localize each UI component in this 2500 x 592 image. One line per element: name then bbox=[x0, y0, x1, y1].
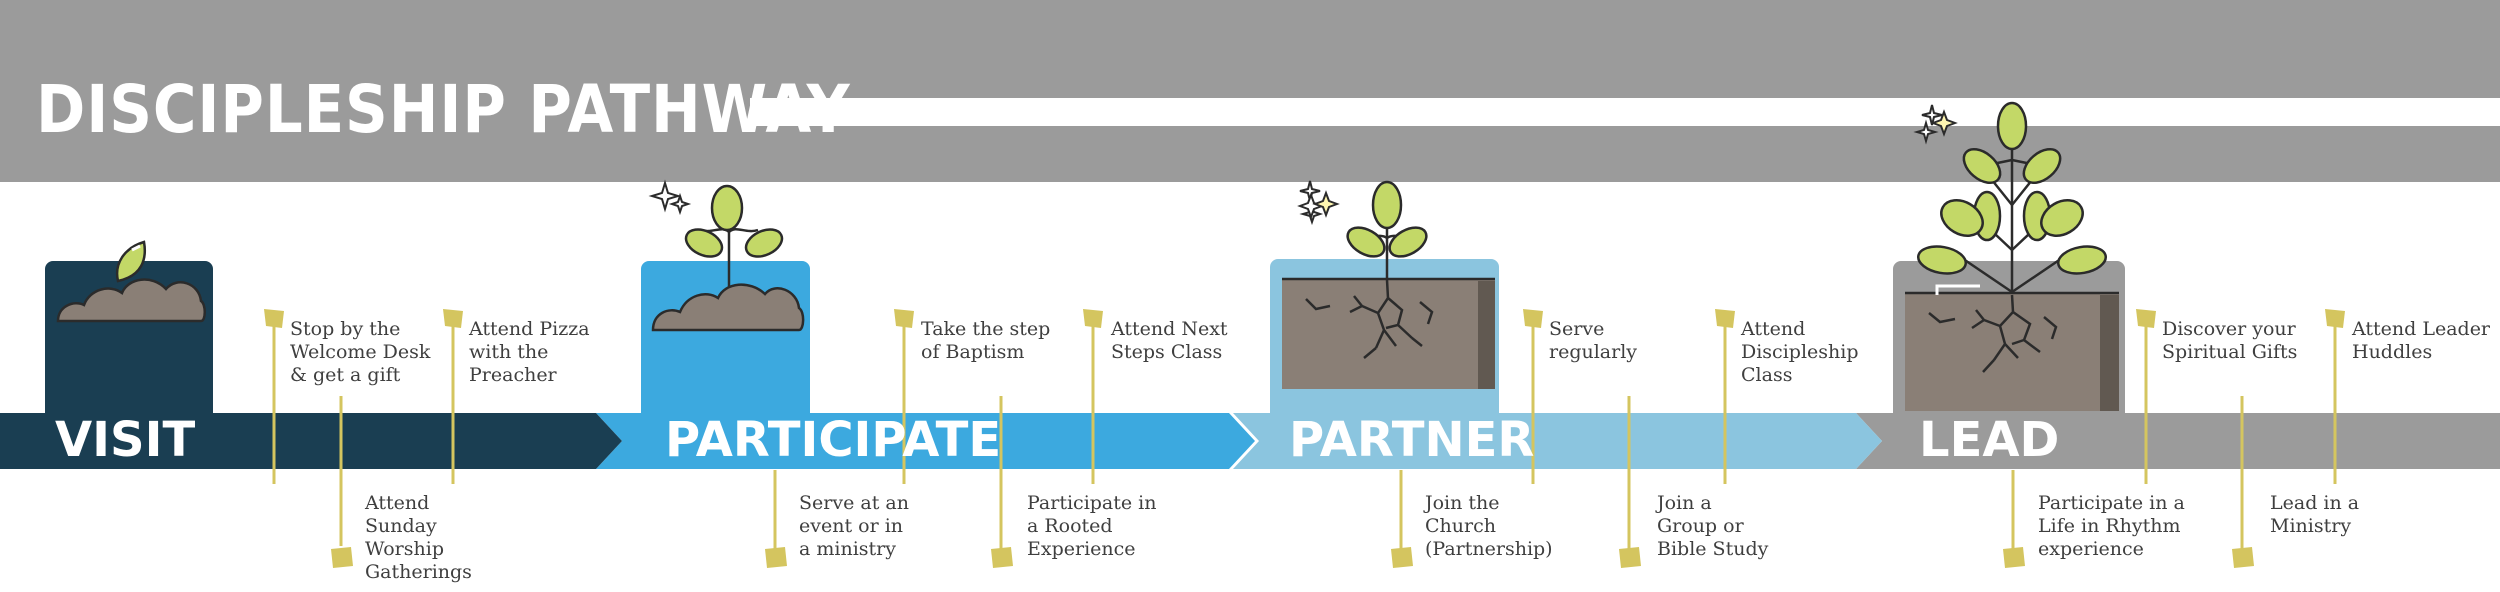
step-welcome-desk: Stop by the Welcome Desk & get a gift bbox=[290, 318, 431, 386]
step-pizza-preacher: Attend Pizza with the Preacher bbox=[469, 318, 590, 386]
step-sunday-worship: Attend Sunday Worship Gatherings bbox=[365, 492, 472, 583]
step-baptism: Take the step of Baptism bbox=[921, 318, 1051, 363]
page-title: DISCIPLESHIP PATHWAY bbox=[36, 71, 851, 148]
rooted-plant-icon bbox=[1270, 180, 1499, 421]
visit-band bbox=[0, 413, 622, 469]
stage-label-participate: PARTICIPATE bbox=[665, 412, 1002, 468]
step-serve-regularly: Serve regularly bbox=[1549, 318, 1638, 363]
step-markers bbox=[264, 309, 2345, 568]
step-leader-huddles: Attend Leader Huddles bbox=[2352, 318, 2491, 363]
lead-band bbox=[1856, 413, 2500, 469]
small-sprout-icon bbox=[641, 179, 810, 421]
step-join-group: Join a Group or Bible Study bbox=[1657, 492, 1769, 560]
seed-sprout-icon bbox=[45, 240, 213, 421]
step-next-steps-class: Attend Next Steps Class bbox=[1111, 318, 1228, 363]
step-rooted-experience: Participate in a Rooted Experience bbox=[1027, 492, 1157, 560]
mature-plant-icon bbox=[1893, 101, 2125, 421]
step-life-in-rhythm: Participate in a Life in Rhythm experien… bbox=[2038, 492, 2185, 560]
stage-label-lead: LEAD bbox=[1919, 412, 2060, 468]
step-lead-ministry: Lead in a Ministry bbox=[2270, 492, 2360, 537]
connectors bbox=[272, 324, 2337, 553]
step-discipleship-class: Attend Discipleship Class bbox=[1741, 318, 1859, 386]
step-join-church: Join the Church (Partnership) bbox=[1425, 492, 1553, 560]
step-spiritual-gifts: Discover your Spiritual Gifts bbox=[2162, 318, 2298, 363]
step-serve-event: Serve at an event or in a ministry bbox=[799, 492, 909, 560]
title-rule bbox=[750, 98, 2500, 126]
stage-label-partner: PARTNER bbox=[1289, 412, 1535, 468]
header-band bbox=[0, 0, 2500, 182]
stage-label-visit: VISIT bbox=[55, 412, 196, 468]
partner-band bbox=[1233, 413, 1882, 469]
participate-band bbox=[596, 413, 1255, 469]
